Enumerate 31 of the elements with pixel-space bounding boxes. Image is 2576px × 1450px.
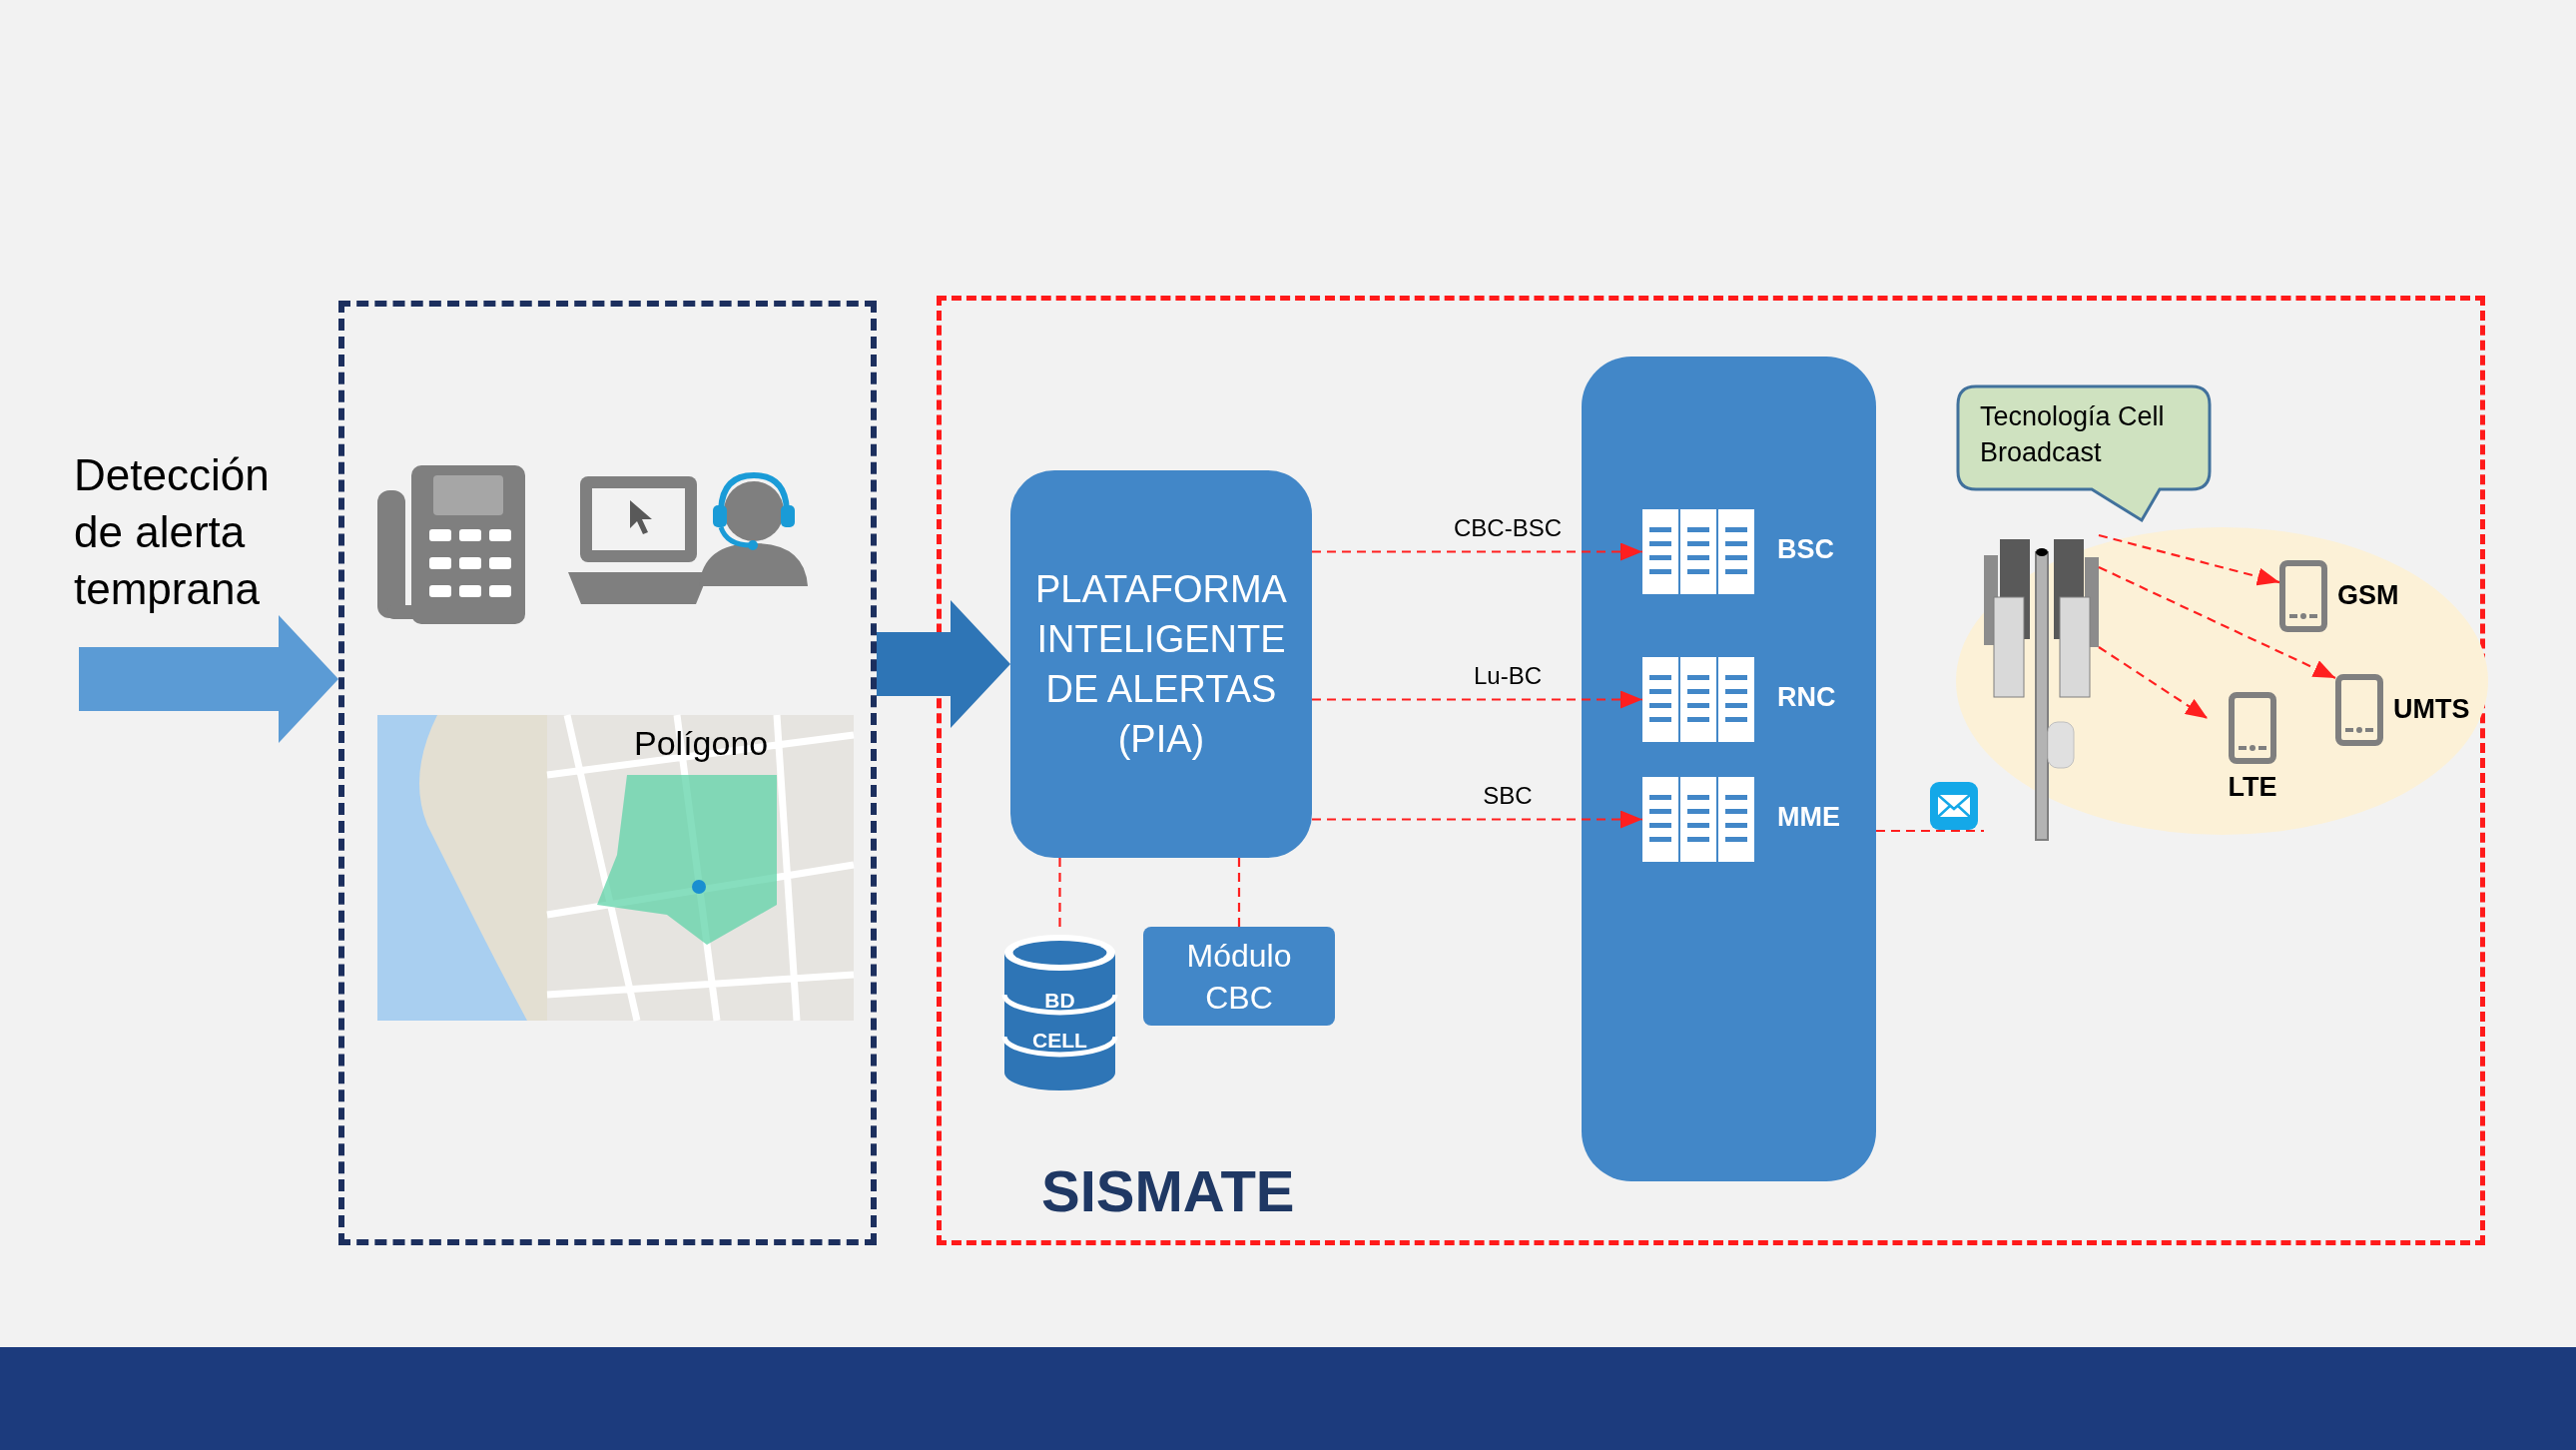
block-arrow [877, 600, 1010, 728]
edge-label: Lu-BC [1474, 661, 1542, 690]
connector-line [1876, 829, 1984, 833]
database-label: BD CELL [1031, 988, 1088, 1054]
block-arrow [79, 615, 338, 743]
map-title: Polígono [634, 724, 769, 763]
side-heading: Detección de alerta temprana [74, 449, 271, 615]
arrow [1312, 542, 1642, 561]
callout-text: Tecnología Cell Broadcast [1980, 400, 2166, 469]
network-node-label: RNC [1777, 682, 1836, 713]
system-title: SISMATE [1041, 1157, 1295, 1224]
network-type-label: LTE [2227, 772, 2278, 803]
dashed-group-border [937, 296, 2485, 1245]
arrow [1312, 810, 1642, 829]
process-box [1010, 470, 1312, 858]
network-node-label: BSC [1777, 534, 1834, 565]
arrow [1312, 690, 1642, 709]
arrow [2098, 646, 2209, 720]
network-node-label: MME [1777, 802, 1840, 833]
arrow [2098, 533, 2280, 586]
network-type-label: UMTS [2393, 694, 2470, 725]
box-label: Módulo CBC [1185, 936, 1293, 1018]
network-type-label: GSM [2337, 580, 2399, 611]
connector-line [1237, 858, 1241, 927]
edge-label: SBC [1483, 781, 1533, 810]
edge-label: CBC-BSC [1454, 513, 1562, 542]
process-box [1143, 927, 1335, 1026]
dashed-group-border [338, 301, 877, 1245]
network-column [1582, 357, 1876, 1181]
box-label: PLATAFORMA INTELIGENTE DE ALERTAS (PIA) [1034, 567, 1288, 762]
arrow [2098, 566, 2336, 679]
